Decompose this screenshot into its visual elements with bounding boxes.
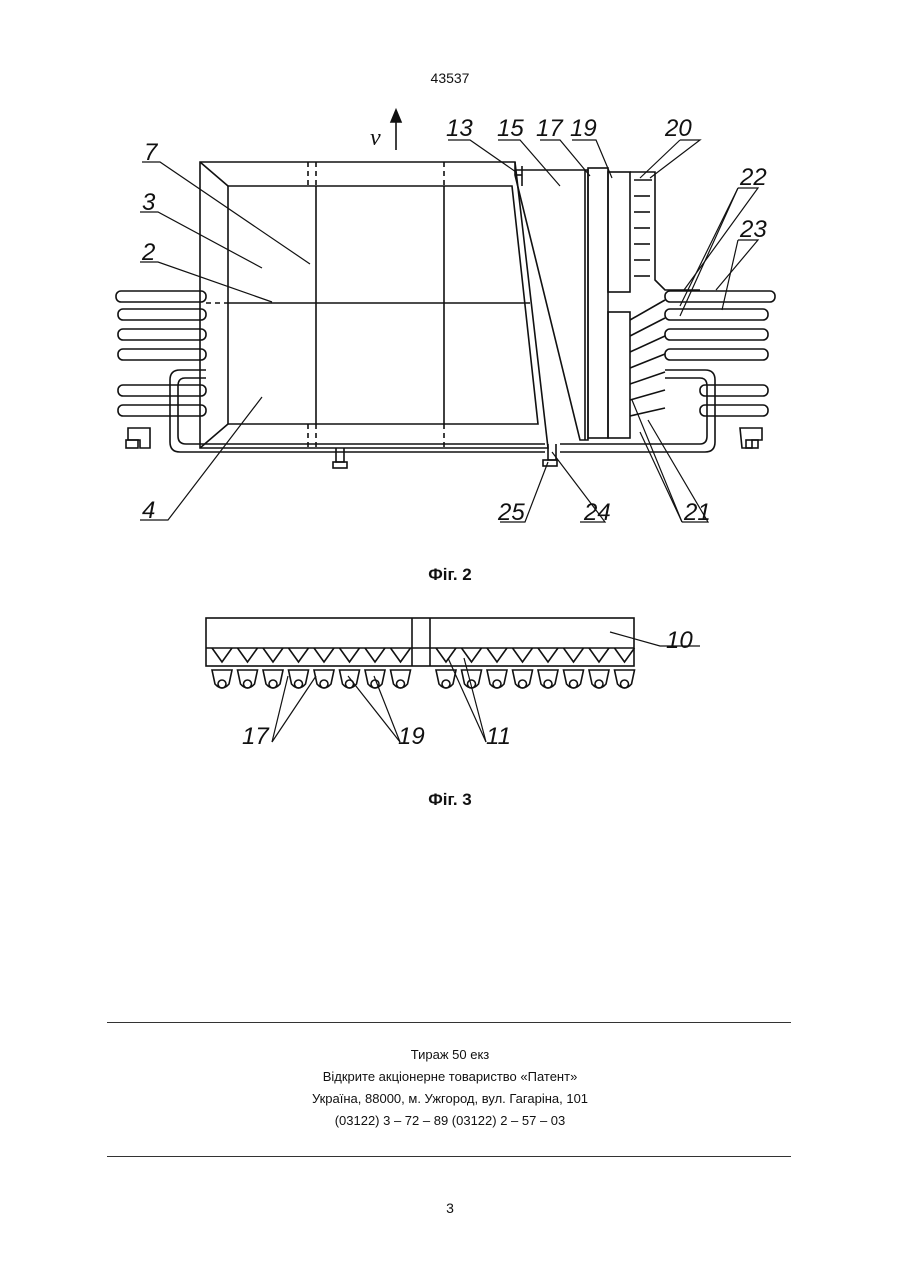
- fig3-deflector: [340, 648, 360, 662]
- fig3-nozzle: [314, 670, 334, 688]
- fig3-deflector: [513, 648, 533, 662]
- fig3-nozzles: [212, 648, 635, 688]
- fig3-nozzle: [538, 670, 558, 688]
- fig3-nozzle: [615, 670, 635, 688]
- top-rule: [107, 1022, 791, 1023]
- bottom-rule: [107, 1156, 791, 1157]
- label-25: 25: [497, 499, 525, 526]
- fig3-nozzle: [436, 670, 456, 688]
- fig3-deflector: [436, 648, 456, 662]
- fig3-nozzle-ring: [570, 680, 578, 688]
- fig3-deflector: [487, 648, 507, 662]
- fig3-nozzle: [340, 670, 360, 688]
- fig3-nozzle-ring: [621, 680, 629, 688]
- label-24: 24: [583, 499, 611, 526]
- label-22: 22: [739, 164, 767, 191]
- imprint-publisher: Відкрите акціонерне товариство «Патент»: [0, 1066, 900, 1088]
- label-19-fig3: 19: [398, 723, 425, 750]
- imprint-address: Україна, 88000, м. Ужгород, вул. Гагарін…: [0, 1088, 900, 1110]
- fig3-nozzle-ring: [269, 680, 277, 688]
- fig3-nozzle: [513, 670, 533, 688]
- label-13: 13: [446, 115, 473, 142]
- fig3-nozzle-ring: [295, 680, 303, 688]
- fig3-deflector: [238, 648, 258, 662]
- main-body: [200, 162, 548, 468]
- fig3-nozzle: [238, 670, 258, 688]
- fig3-nozzle: [487, 670, 507, 688]
- label-3: 3: [142, 189, 156, 216]
- fig3-nozzle-ring: [544, 680, 552, 688]
- page-number: 3: [0, 1200, 900, 1216]
- label-19: 19: [570, 115, 597, 142]
- fig3-deflector: [289, 648, 309, 662]
- fig3-nozzle-ring: [244, 680, 252, 688]
- fig3-nozzle: [589, 670, 609, 688]
- figure-2-drawing: v 7 3 2 4 13 15 17 19 20 22 23 21 24 25: [0, 0, 900, 560]
- fig3-nozzle-ring: [595, 680, 603, 688]
- label-21: 21: [683, 499, 711, 526]
- figure-3-caption: Фіг. 3: [0, 790, 900, 810]
- fig3-deflector: [564, 648, 584, 662]
- fig3-nozzle: [289, 670, 309, 688]
- fig3-deflector: [365, 648, 385, 662]
- fig3-nozzle-ring: [397, 680, 405, 688]
- fig3-nozzle-ring: [519, 680, 527, 688]
- fig3-nozzle-ring: [442, 680, 450, 688]
- fig3-nozzle: [391, 670, 411, 688]
- fig3-deflector: [615, 648, 635, 662]
- label-17-fig3: 17: [242, 723, 270, 750]
- fig3-nozzle: [212, 670, 232, 688]
- wedge-section: [515, 162, 588, 440]
- label-20: 20: [664, 115, 692, 142]
- label-v: v: [370, 125, 381, 151]
- label-15: 15: [497, 115, 524, 142]
- fig3-nozzle-ring: [218, 680, 226, 688]
- fig3-deflector: [212, 648, 232, 662]
- fig3-deflector: [391, 648, 411, 662]
- figure-3-drawing: 10 17 19 11: [0, 600, 900, 860]
- fig3-deflector: [589, 648, 609, 662]
- label-10: 10: [666, 627, 693, 654]
- label-17: 17: [536, 115, 564, 142]
- label-2: 2: [141, 239, 155, 266]
- fig3-nozzle: [263, 670, 283, 688]
- imprint-circulation: Тираж 50 екз: [0, 1044, 900, 1066]
- label-7: 7: [144, 139, 159, 166]
- label-4: 4: [142, 497, 155, 524]
- imprint-phones: (03122) 3 – 72 – 89 (03122) 2 – 57 – 03: [0, 1110, 900, 1132]
- fig3-nozzle-ring: [320, 680, 328, 688]
- label-11-fig3: 11: [486, 723, 511, 750]
- label-23: 23: [739, 216, 767, 243]
- left-pipes: [116, 291, 545, 452]
- fig3-nozzle-ring: [493, 680, 501, 688]
- figure-2-caption: Фіг. 2: [0, 565, 900, 585]
- fig3-nozzle: [564, 670, 584, 688]
- nozzle-column: [588, 168, 700, 438]
- velocity-arrow: [391, 110, 401, 150]
- fig3-deflector: [314, 648, 334, 662]
- fig3-deflector: [538, 648, 558, 662]
- imprint: Тираж 50 екз Відкрите акціонерне товарис…: [0, 1044, 900, 1132]
- fig3-deflector: [263, 648, 283, 662]
